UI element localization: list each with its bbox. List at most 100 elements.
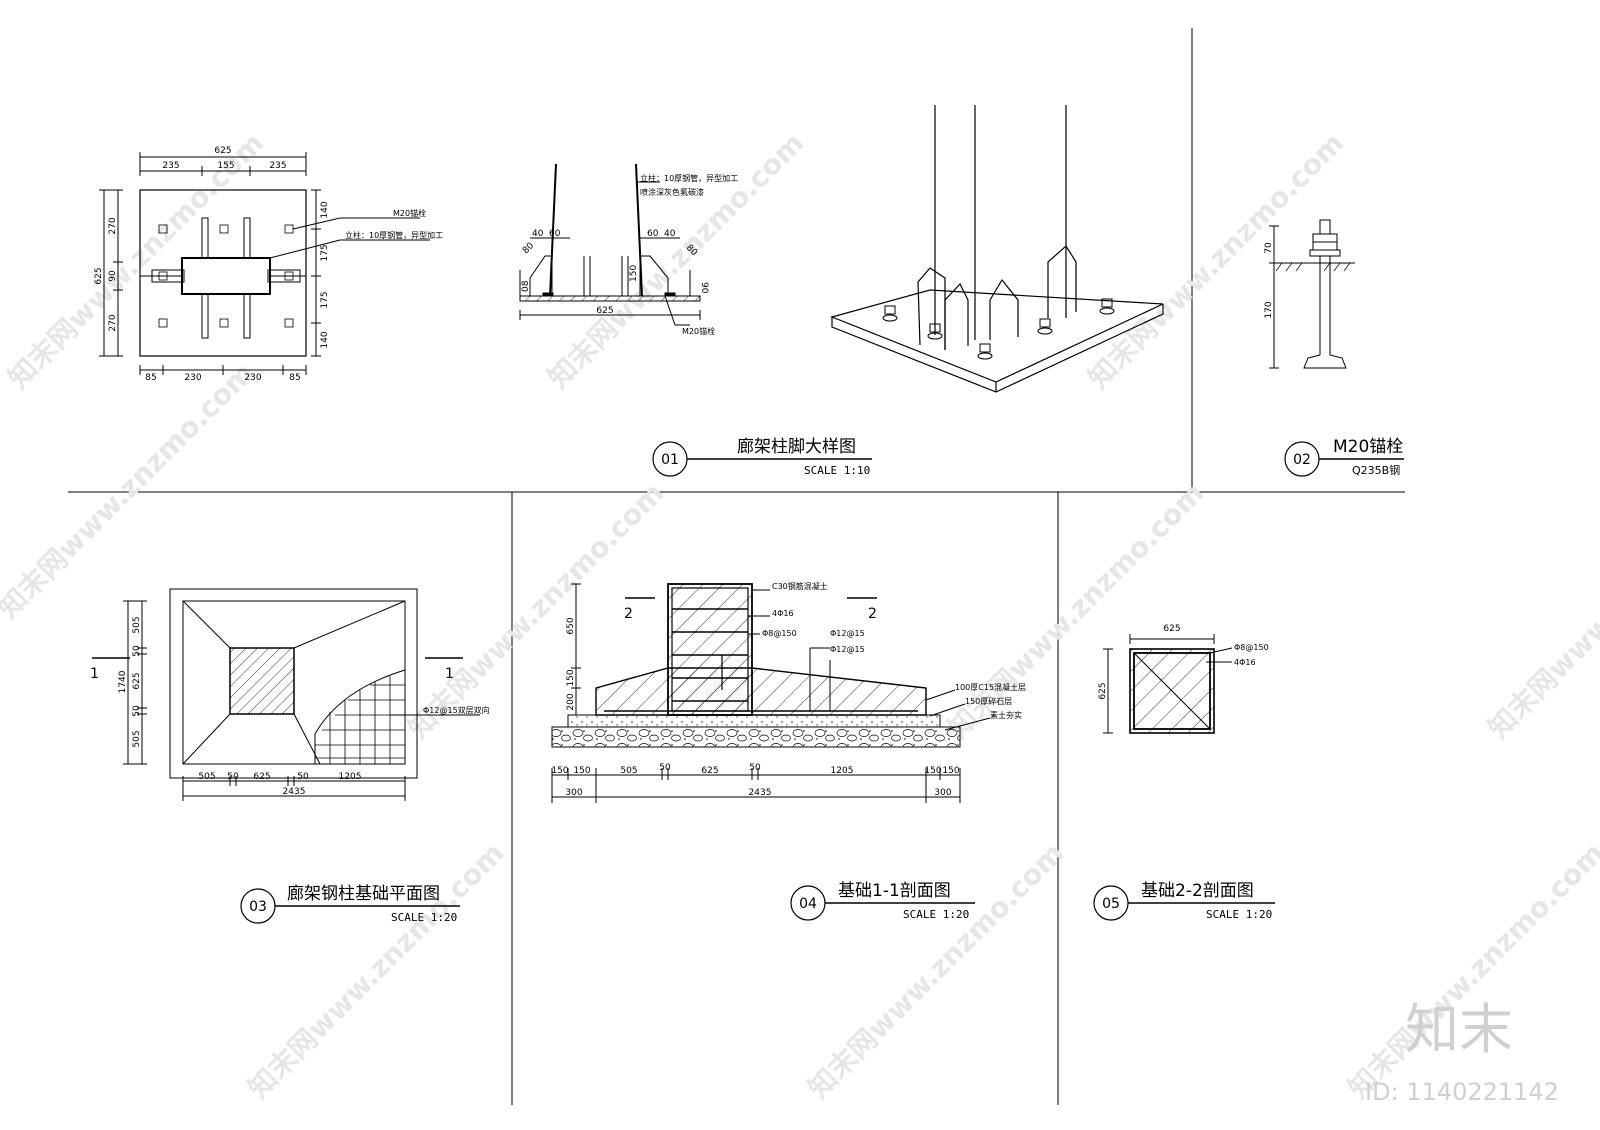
svg-text:Φ8@150: Φ8@150 xyxy=(762,629,797,638)
svg-text:50: 50 xyxy=(659,763,671,773)
watermark-text: 知末网www.znzmo.com xyxy=(242,836,511,1105)
svg-text:85: 85 xyxy=(145,373,156,383)
detail04-labels: 2 2 650 150 200 C30钢筋混凝土 4Φ16 Φ8@150 Φ12… xyxy=(551,581,1026,798)
svg-text:40: 40 xyxy=(532,229,544,239)
svg-text:1205: 1205 xyxy=(339,772,362,782)
svg-text:2435: 2435 xyxy=(749,788,772,798)
detail02-title-block: 02 M20锚栓 Q235B钢 xyxy=(1284,437,1404,477)
watermark-logo: 知末 xyxy=(1405,998,1513,1061)
svg-text:150: 150 xyxy=(629,265,639,282)
detail03-title-block: 03 廊架钢柱基础平面图 SCALE 1:20 xyxy=(240,884,460,924)
watermark-text: 知末网www.znzmo.com xyxy=(1482,476,1600,745)
svg-text:230: 230 xyxy=(244,373,261,383)
detail04-section xyxy=(551,583,991,803)
svg-text:625: 625 xyxy=(214,146,231,156)
detail-scale: SCALE 1:10 xyxy=(804,464,870,477)
svg-text:立柱：10厚钢管，异型加工: 立柱：10厚钢管，异型加工 xyxy=(345,230,443,240)
svg-text:喷涂深灰色氟碳漆: 喷涂深灰色氟碳漆 xyxy=(640,187,704,197)
svg-text:150厚碎石层: 150厚碎石层 xyxy=(965,696,1012,706)
svg-text:2: 2 xyxy=(868,606,877,622)
svg-text:175: 175 xyxy=(320,291,330,308)
detail-number: 01 xyxy=(661,452,679,468)
svg-text:235: 235 xyxy=(162,161,179,171)
svg-text:4Φ16: 4Φ16 xyxy=(772,609,794,618)
svg-text:立柱：10厚钢管，异型加工: 立柱：10厚钢管，异型加工 xyxy=(640,173,738,183)
svg-text:2: 2 xyxy=(624,606,633,622)
svg-text:85: 85 xyxy=(289,373,300,383)
svg-text:155: 155 xyxy=(217,161,234,171)
svg-text:08: 08 xyxy=(521,280,531,292)
svg-text:140: 140 xyxy=(320,331,330,348)
svg-text:60: 60 xyxy=(647,229,659,239)
detail-number: 04 xyxy=(799,896,817,912)
svg-text:300: 300 xyxy=(565,788,582,798)
detail-number: 05 xyxy=(1102,896,1120,912)
svg-text:1205: 1205 xyxy=(831,766,854,776)
watermark-id: ID: 1140221142 xyxy=(1365,1078,1559,1106)
svg-text:175: 175 xyxy=(320,244,330,261)
detail-scale: SCALE 1:20 xyxy=(903,908,969,921)
detail04-title-block: 04 基础1-1剖面图 SCALE 1:20 xyxy=(790,881,975,921)
svg-text:100厚C15混凝土层: 100厚C15混凝土层 xyxy=(955,682,1026,692)
svg-text:50: 50 xyxy=(227,772,239,782)
svg-text:素土夯实: 素土夯实 xyxy=(990,710,1022,720)
watermark-text: 知末网www.znzmo.com xyxy=(1082,126,1351,395)
svg-text:Φ12@15: Φ12@15 xyxy=(830,645,865,654)
svg-text:625: 625 xyxy=(253,772,270,782)
svg-text:150: 150 xyxy=(566,669,576,686)
svg-text:1: 1 xyxy=(445,666,454,682)
detail01-isometric xyxy=(830,105,1164,393)
detail02-labels: 70 170 xyxy=(1264,242,1274,319)
detail01-plan-labels: 625 235 155 235 625 270 90 270 140 175 1… xyxy=(94,146,443,383)
watermark-text: 知末网www.znzmo.com xyxy=(0,356,260,625)
watermark-text: 知末网www.znzmo.com xyxy=(542,126,811,395)
svg-text:505: 505 xyxy=(132,616,142,633)
watermark-text: 知末网www.znzmo.com xyxy=(1342,836,1600,1105)
svg-text:625: 625 xyxy=(1163,624,1180,634)
detail05-section xyxy=(1103,634,1233,734)
detail05-labels: 625 625 Φ8@150 4Φ16 xyxy=(1098,624,1269,700)
svg-text:90: 90 xyxy=(699,282,709,294)
svg-text:Φ12@15: Φ12@15 xyxy=(830,629,865,638)
svg-text:80: 80 xyxy=(521,241,536,256)
svg-text:625: 625 xyxy=(132,672,142,689)
detail-title: 基础2-2剖面图 xyxy=(1141,881,1254,901)
svg-text:4Φ16: 4Φ16 xyxy=(1234,658,1256,667)
svg-text:M20锚栓: M20锚栓 xyxy=(393,208,426,218)
svg-text:505: 505 xyxy=(132,730,142,747)
svg-text:230: 230 xyxy=(184,373,201,383)
svg-text:50: 50 xyxy=(132,645,142,657)
svg-text:170: 170 xyxy=(1264,301,1274,318)
detail-number: 03 xyxy=(249,899,267,915)
detail01-section xyxy=(519,163,701,326)
svg-text:150: 150 xyxy=(942,766,959,776)
svg-text:150: 150 xyxy=(924,766,941,776)
svg-text:650: 650 xyxy=(566,617,576,634)
svg-text:625: 625 xyxy=(1098,682,1108,699)
svg-text:1: 1 xyxy=(90,666,99,682)
svg-text:270: 270 xyxy=(108,217,118,234)
watermark-text: 知末网www.znzmo.com xyxy=(802,836,1071,1105)
svg-text:200: 200 xyxy=(566,693,576,710)
svg-text:60: 60 xyxy=(549,229,561,239)
svg-text:300: 300 xyxy=(934,788,951,798)
svg-text:150: 150 xyxy=(573,766,590,776)
svg-text:625: 625 xyxy=(94,267,104,284)
detail01-plan xyxy=(99,152,430,375)
svg-text:140: 140 xyxy=(320,201,330,218)
detail-number: 02 xyxy=(1293,452,1311,468)
detail05-title-block: 05 基础2-2剖面图 SCALE 1:20 xyxy=(1093,881,1275,921)
svg-text:270: 270 xyxy=(108,314,118,331)
detail-title: 基础1-1剖面图 xyxy=(838,881,951,901)
svg-text:150: 150 xyxy=(551,766,568,776)
svg-text:M20锚栓: M20锚栓 xyxy=(682,326,715,336)
detail-title: 廊架钢柱基础平面图 xyxy=(287,884,440,904)
svg-text:70: 70 xyxy=(1264,242,1274,254)
svg-text:625: 625 xyxy=(701,766,718,776)
svg-text:40: 40 xyxy=(664,229,676,239)
svg-text:50: 50 xyxy=(132,705,142,717)
detail-scale: SCALE 1:20 xyxy=(1206,908,1272,921)
svg-text:625: 625 xyxy=(596,306,613,316)
svg-text:50: 50 xyxy=(297,772,309,782)
